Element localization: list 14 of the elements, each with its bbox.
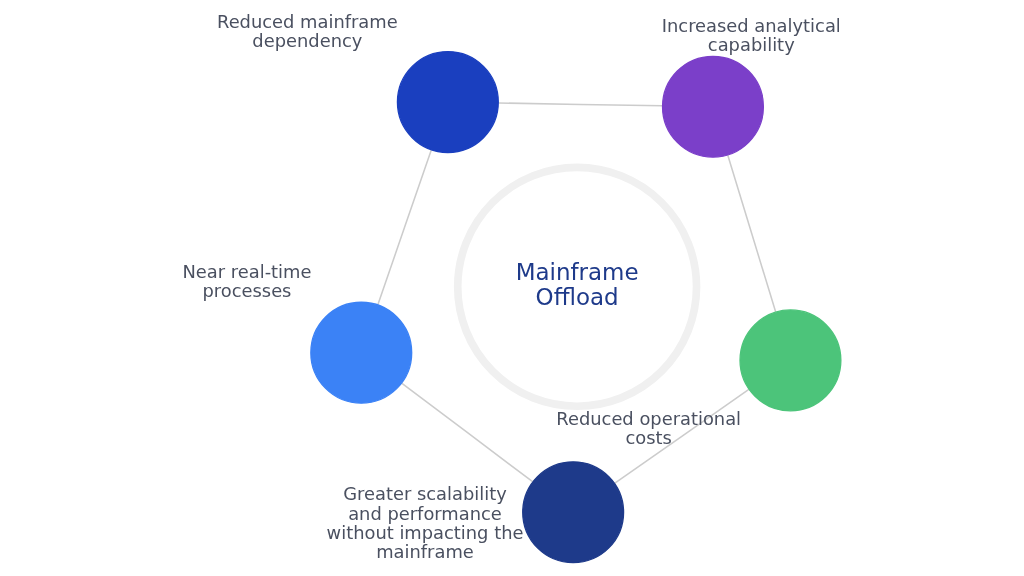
node-circle	[396, 51, 499, 154]
connector	[377, 149, 433, 306]
node-label: Near real-time processes	[182, 261, 312, 302]
node-label: Reduced operational costs	[556, 408, 742, 449]
node-circle	[739, 309, 842, 412]
connector	[400, 382, 534, 483]
node-label: Increased analytical capability	[661, 15, 841, 56]
node-circle	[310, 301, 413, 404]
node-label: Greater scalability and performance without impacting the mainframe	[326, 483, 524, 562]
connector	[613, 388, 750, 485]
node-circle	[661, 55, 765, 158]
connector	[727, 154, 777, 313]
node-label: Reduced mainframe dependency	[217, 10, 398, 51]
node-circle	[522, 461, 625, 564]
